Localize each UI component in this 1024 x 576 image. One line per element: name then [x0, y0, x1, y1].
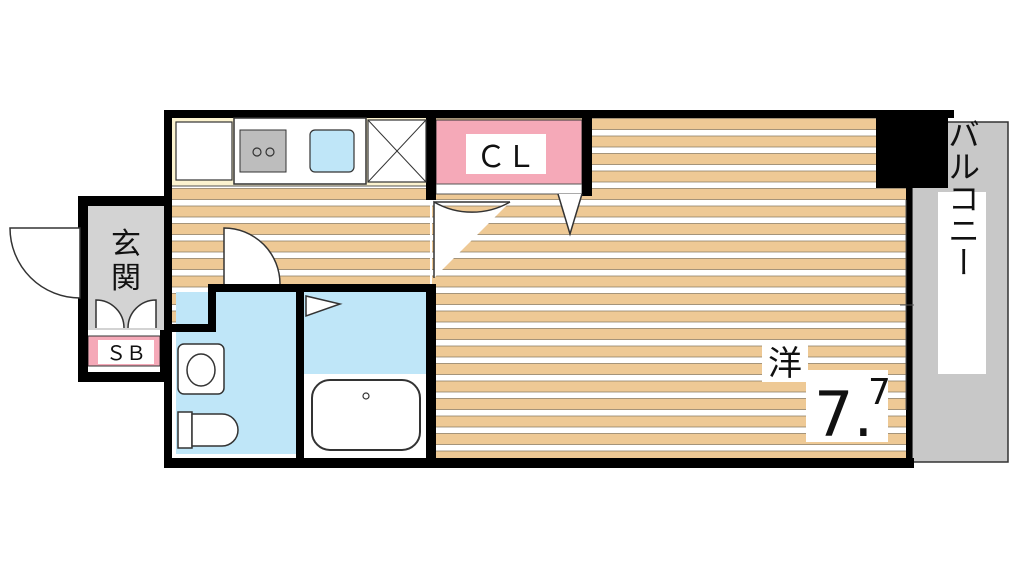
balcony-label: バルコニー [943, 118, 981, 278]
hall-floor [172, 186, 430, 286]
hall-door-swing-icon [223, 227, 281, 285]
walls [78, 110, 954, 468]
entrance-door-swing-icon [9, 227, 81, 299]
room-door-swing-icon [433, 200, 511, 278]
kitchen-fixtures [175, 117, 427, 185]
stove-icon [239, 129, 287, 173]
washroom-fixtures [177, 343, 239, 449]
entrance-label-1: 玄 [111, 227, 141, 262]
shoebox-door-icon [95, 299, 157, 329]
toilet-icon [177, 411, 193, 449]
sink-icon [309, 129, 355, 173]
doors [9, 193, 583, 329]
room-size-main: 7. [814, 378, 873, 451]
bath-door-icon [305, 295, 343, 318]
closet-door-icon [557, 193, 583, 237]
room-size-sub: 7 [868, 372, 891, 413]
entrance-label-2: 関 [111, 261, 141, 296]
balcony-window [900, 200, 914, 410]
closet-label: ＣＬ [476, 140, 536, 175]
shoe-box-label: ＳＢ [106, 341, 146, 365]
western-room-label: 洋 [768, 344, 802, 384]
bathtub-icon [311, 379, 421, 451]
